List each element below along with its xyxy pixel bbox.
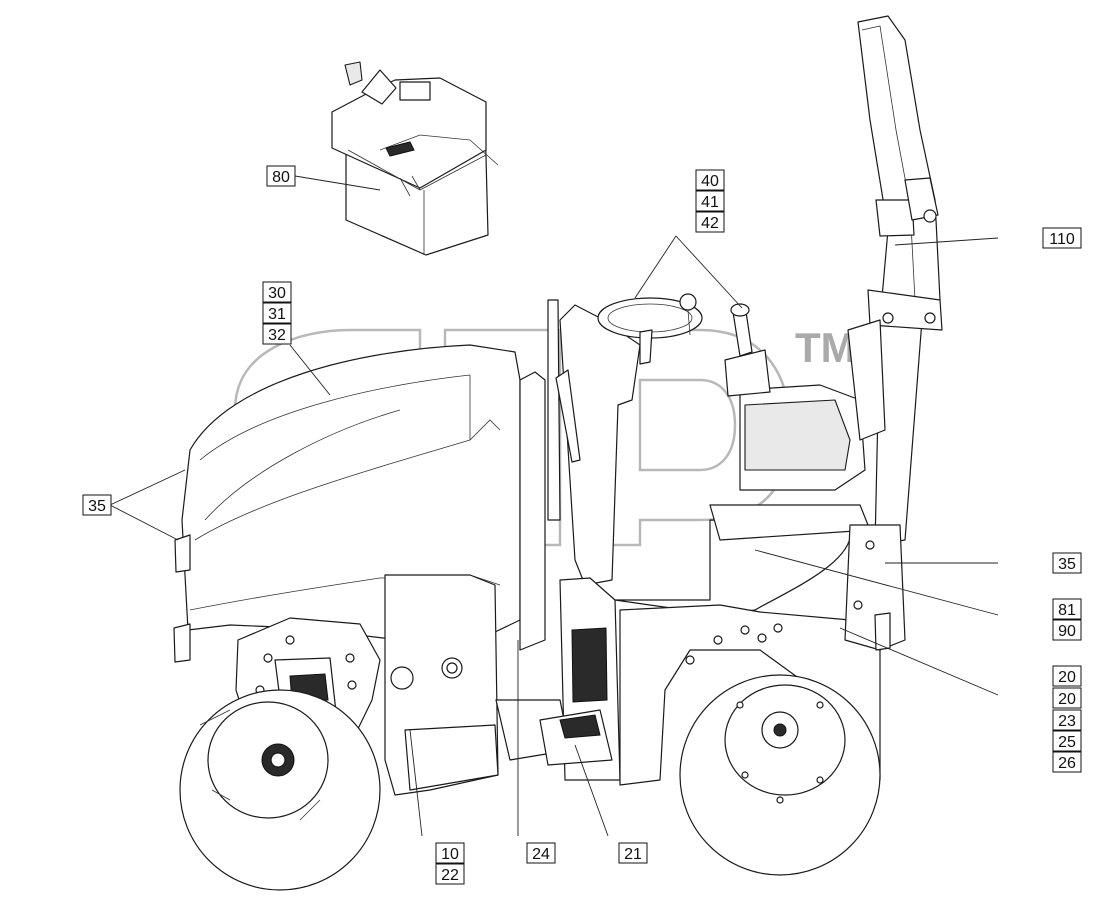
callout-24: 24 [526, 842, 556, 864]
callout-35-right-text: 35 [1058, 556, 1076, 573]
fuel-tank [331, 61, 499, 256]
callout-80-text: 80 [272, 169, 290, 186]
callout-42-text: 42 [701, 215, 719, 232]
callout-20-b: 20 [1052, 687, 1082, 709]
callout-20-a: 20 [1052, 665, 1082, 687]
callout-40-text: 40 [701, 173, 719, 190]
callout-31-text: 31 [268, 306, 286, 323]
callout-35-left: 35 [82, 494, 112, 516]
callout-10: 10 [435, 842, 465, 864]
callout-110: 110 [1042, 227, 1082, 249]
callout-21: 21 [618, 842, 648, 864]
callout-24-text: 24 [532, 846, 550, 863]
callout-35-left-text: 35 [88, 498, 106, 515]
callout-20-a-text: 20 [1058, 669, 1076, 686]
callout-21-text: 21 [624, 846, 642, 863]
callout-41-text: 41 [701, 194, 719, 211]
callout-90: 90 [1052, 619, 1082, 641]
leader-lines [109, 175, 999, 837]
callout-25: 25 [1052, 730, 1082, 752]
callout-20-b-text: 20 [1058, 691, 1076, 708]
callout-22-text: 22 [441, 867, 459, 884]
callout-26: 26 [1052, 751, 1082, 773]
callout-30-text: 30 [268, 285, 286, 302]
callout-81-text: 81 [1058, 602, 1076, 619]
callout-26-text: 26 [1058, 755, 1076, 772]
callout-32: 32 [262, 323, 292, 345]
callout-42: 42 [695, 211, 725, 233]
callout-25-text: 25 [1058, 734, 1076, 751]
callout-10-text: 10 [441, 846, 459, 863]
roller-body [173, 293, 906, 891]
callout-32-text: 32 [268, 327, 286, 344]
vent-grille [571, 627, 608, 703]
callout-labels: 80 40 41 42 110 30 31 32 35 35 81 90 20 … [82, 165, 1082, 885]
callout-41: 41 [695, 190, 725, 212]
callout-81: 81 [1052, 598, 1082, 620]
callout-22: 22 [435, 863, 465, 885]
callout-30: 30 [262, 281, 292, 303]
rops-frame [857, 15, 943, 546]
callout-35-right: 35 [1052, 552, 1082, 574]
callout-23: 23 [1052, 709, 1082, 731]
callout-23-text: 23 [1058, 713, 1076, 730]
callout-80: 80 [266, 165, 296, 187]
callout-110-text: 110 [1049, 231, 1075, 248]
callout-90-text: 90 [1058, 623, 1076, 640]
callout-40: 40 [695, 169, 725, 191]
watermark-tm: TM [795, 324, 856, 371]
callout-31: 31 [262, 302, 292, 324]
